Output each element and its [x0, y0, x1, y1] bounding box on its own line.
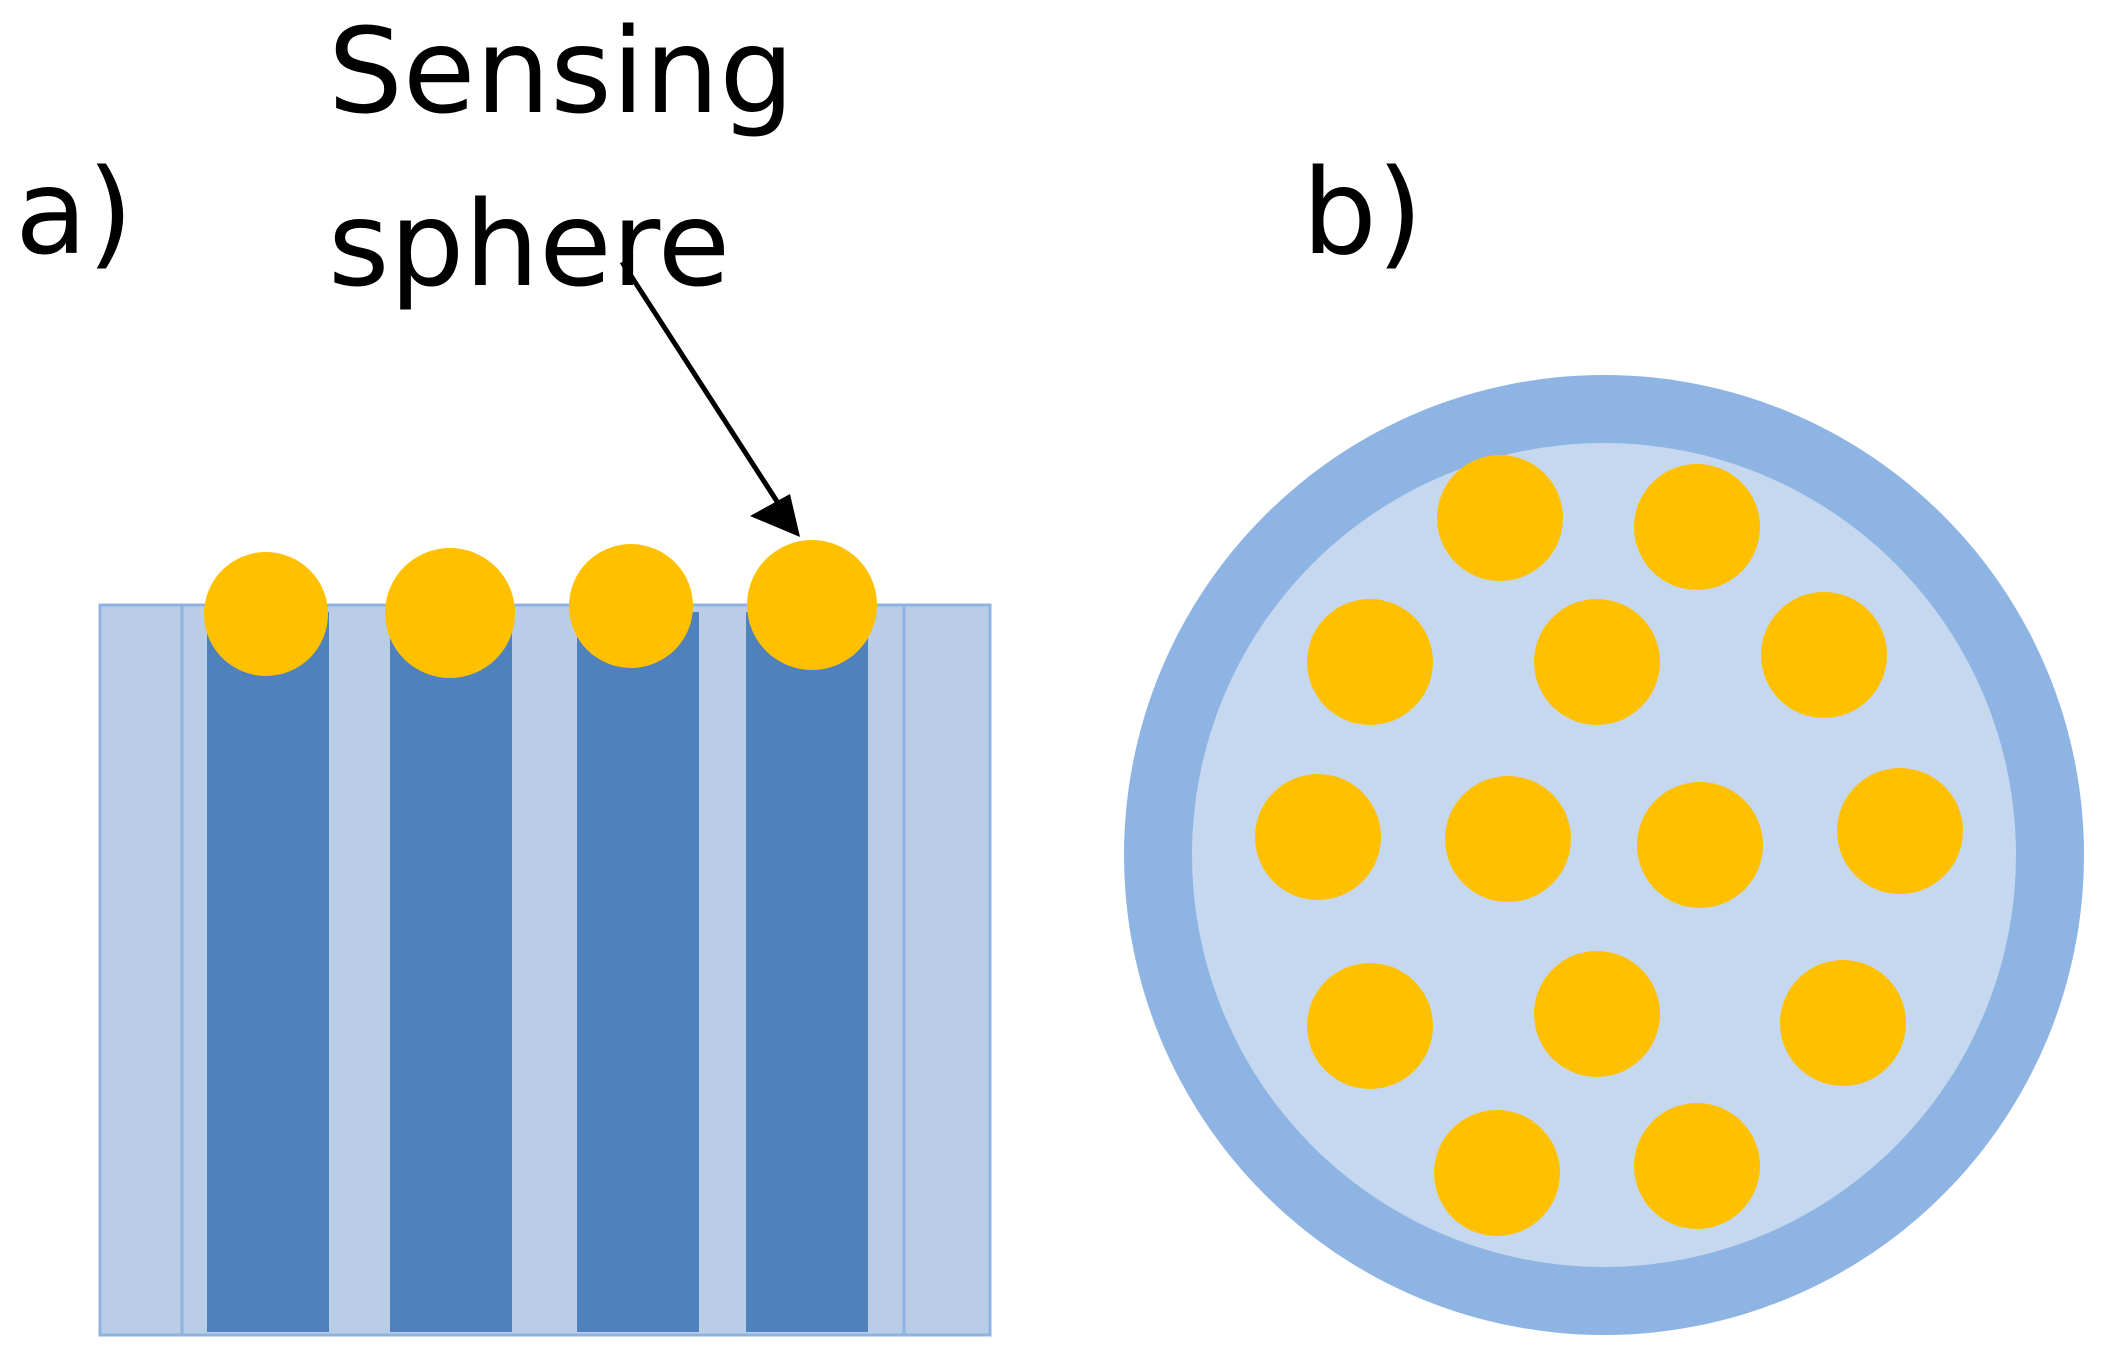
- fiber-core-3: [577, 612, 699, 1332]
- tip-sphere-1: [204, 552, 328, 676]
- fiber-core-2: [390, 612, 512, 1332]
- cladding-left-edge: [98, 603, 184, 1337]
- tip-sphere-4: [747, 540, 877, 670]
- annotation-arrow-head: [750, 494, 800, 537]
- tip-sphere-2: [385, 548, 515, 678]
- section-sphere-9: [1837, 768, 1963, 894]
- section-sphere-10: [1307, 963, 1433, 1089]
- section-sphere-2: [1634, 464, 1760, 590]
- section-sphere-5: [1761, 592, 1887, 718]
- fiber-core-1: [207, 612, 329, 1332]
- tip-sphere-3: [569, 544, 693, 668]
- panel-a-label: a): [15, 143, 133, 281]
- section-sphere-8: [1637, 782, 1763, 908]
- panel-b: b): [1124, 143, 2084, 1335]
- panel-b-label: b): [1302, 143, 1423, 281]
- section-sphere-3: [1307, 599, 1433, 725]
- panel-a: a) Sensing sphere: [15, 2, 992, 1337]
- annotation-arrow-shaft: [619, 260, 781, 505]
- fiber-cores: [207, 612, 868, 1332]
- fiber-core-4: [746, 612, 868, 1332]
- annotation-line-2: sphere: [328, 175, 730, 313]
- section-sphere-13: [1434, 1110, 1560, 1236]
- section-sphere-7: [1445, 776, 1571, 902]
- cross-section-spheres: [1255, 455, 1963, 1236]
- section-sphere-12: [1780, 960, 1906, 1086]
- section-sphere-11: [1534, 951, 1660, 1077]
- section-sphere-6: [1255, 774, 1381, 900]
- annotation-line-1: Sensing: [328, 2, 794, 140]
- tip-spheres: [204, 540, 877, 678]
- cladding-right-edge: [902, 603, 992, 1337]
- section-sphere-4: [1534, 599, 1660, 725]
- section-sphere-1: [1437, 455, 1563, 581]
- section-sphere-14: [1634, 1103, 1760, 1229]
